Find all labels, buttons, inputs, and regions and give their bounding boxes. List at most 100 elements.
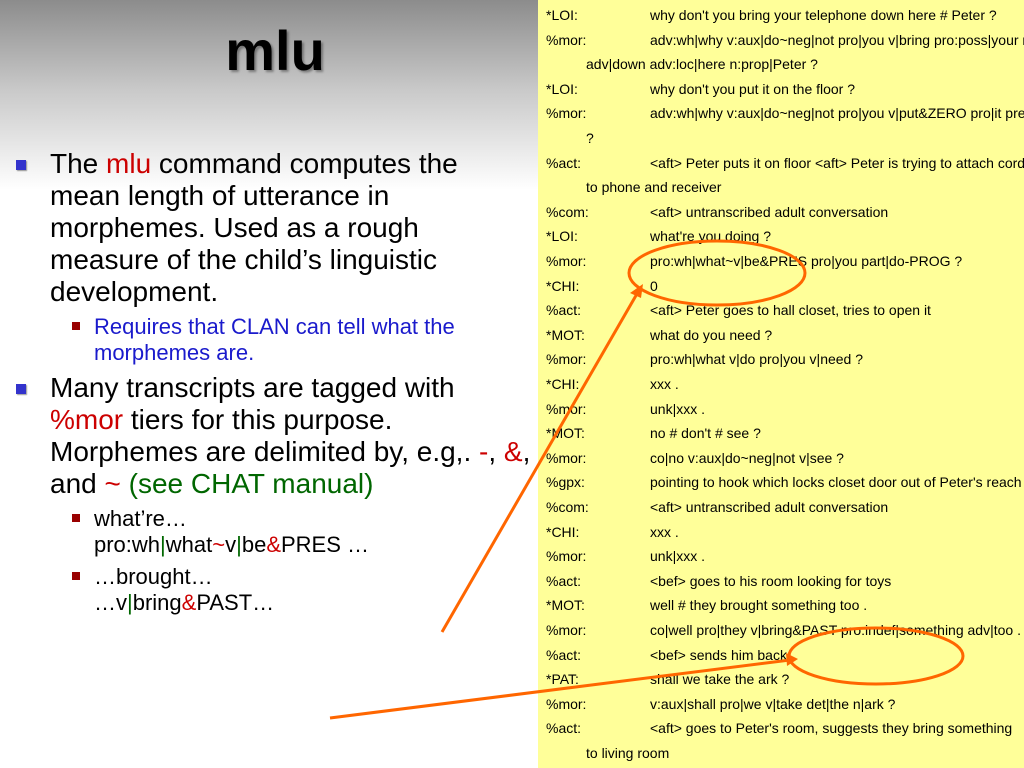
bullet-text-mid: tiers for this purpose. Morphemes are de…: [50, 404, 480, 467]
tier-label: %act:: [546, 720, 582, 737]
tier-label: %mor:: [546, 105, 587, 122]
mor-part: be: [241, 532, 267, 557]
mor-part: pro:wh: [94, 532, 161, 557]
delimiter-ampersand: &: [503, 436, 523, 467]
tier-text: adv|down adv:loc|here n:prop|Peter ?: [586, 56, 818, 73]
mor-part: bring: [132, 590, 182, 615]
tier-text: shall we take the ark ?: [650, 671, 790, 688]
tier-label: *PAT:: [546, 671, 579, 688]
tier-label: *LOI:: [546, 228, 578, 245]
tier-text: pro:wh|what~v|be&PRES pro|you part|do-PR…: [650, 253, 963, 269]
tier-label: %act:: [546, 572, 582, 589]
tier-text: pointing to hook which locks closet door…: [650, 474, 1022, 491]
transcript-panel: *LOI: why don't you bring your telephone …: [538, 0, 1024, 768]
delimiter-hyphen: -: [479, 436, 489, 467]
tier-label: %com:: [546, 203, 589, 220]
tier-label: %mor:: [546, 400, 587, 417]
tier-text: <aft> Peter goes to hall closet, tries t…: [650, 302, 931, 319]
tier-label: *CHI:: [546, 376, 580, 392]
pipe-delimiter: |: [160, 532, 166, 557]
mor-part: PAST…: [196, 590, 275, 615]
tier-text: to living room: [586, 745, 670, 761]
tier-text: <aft> goes to Peter's room, suggests the…: [650, 720, 1013, 737]
example-brought: …brought… …v|bring&PAST…: [72, 564, 532, 616]
tier-text: pro:wh|what v|do pro|you v|need ?: [650, 351, 864, 368]
pipe-delimiter: |: [127, 590, 133, 615]
square-bullet-icon: [16, 384, 26, 394]
square-bullet-icon: [16, 160, 26, 170]
tier-label: %com:: [546, 499, 589, 515]
tier-text: what're you doing ?: [650, 228, 771, 245]
tier-text: <aft> untranscribed adult conversation: [650, 499, 889, 515]
tier-label: %gpx:: [546, 474, 585, 491]
tier-text: ?: [586, 130, 594, 146]
tier-text: what do you need ?: [650, 326, 773, 343]
tier-label: %mor:: [546, 351, 587, 368]
mor-tier-word: %mor: [50, 404, 124, 435]
tier-label: %act:: [546, 154, 582, 171]
mor-part: what: [165, 532, 213, 557]
sub-bullet-text: Requires that CLAN can tell what the mor…: [94, 314, 455, 365]
tier-label: %mor:: [546, 253, 587, 269]
mor-part: …v: [94, 590, 127, 615]
small-square-bullet-icon: [72, 572, 80, 580]
sub-bullet-clan: Requires that CLAN can tell what the mor…: [72, 314, 532, 366]
bullet-text-pre: The: [50, 148, 107, 179]
ampersand-delimiter: &: [266, 532, 281, 557]
bullet-text-post: command computes the mean length of utte…: [50, 148, 458, 307]
tier-label: *LOI:: [546, 7, 578, 23]
tier-label: %act:: [546, 302, 582, 319]
tier-label: *LOI:: [546, 80, 578, 97]
slide-title: mlu: [225, 19, 325, 82]
tier-label: %act:: [546, 646, 582, 663]
tier-label: %mor:: [546, 695, 587, 712]
tier-text: xxx .: [650, 376, 679, 392]
tier-text: why don't you put it on the floor ?: [650, 80, 856, 97]
example-whatre: what’re… pro:wh|what~v|be&PRES …: [72, 506, 532, 558]
delimiter-sep-1: ,: [488, 436, 504, 467]
tier-text: to phone and receiver: [586, 179, 722, 196]
ampersand-delimiter: &: [181, 590, 197, 615]
tier-label: *CHI:: [546, 523, 580, 540]
tier-label: *MOT:: [546, 425, 585, 442]
pipe-delimiter: |: [236, 532, 242, 557]
mlu-command-word: mlu: [106, 148, 152, 179]
bullet-mor-tiers: Many transcripts are tagged with %mor ti…: [12, 372, 532, 500]
tier-text: v:aux|shall pro|we v|take det|the n|ark …: [650, 695, 896, 712]
tier-text: no # don't # see ?: [650, 425, 761, 442]
tier-text: co|no v:aux|do~neg|not v|see ?: [650, 449, 844, 466]
tier-label: %mor:: [546, 31, 587, 48]
example-mor: …v|bring&PAST…: [94, 590, 532, 616]
tier-label: %mor:: [546, 449, 587, 466]
tier-text: 0: [650, 277, 658, 294]
tier-label: *MOT:: [546, 326, 585, 343]
example-word: what’re…: [94, 506, 187, 531]
bullet-list: The mlu command computes the mean length…: [12, 148, 532, 622]
tier-text: <bef> sends him back: [650, 646, 787, 663]
small-square-bullet-icon: [72, 514, 80, 522]
tier-label: %mor:: [546, 622, 587, 638]
tier-text: <aft> Peter puts it on floor <aft> Peter…: [650, 154, 1024, 171]
tier-label: *MOT:: [546, 597, 585, 614]
tier-label: *CHI:: [546, 277, 580, 294]
tier-text: xxx .: [650, 523, 679, 540]
example-mor: pro:wh|what~v|be&PRES …: [94, 532, 532, 558]
tier-text: well # they brought something too .: [650, 597, 868, 614]
tier-text: <bef> goes to his room looking for toys: [650, 572, 892, 589]
bullet-text-pre: Many transcripts are tagged with: [50, 372, 455, 403]
bullet-mlu-command: The mlu command computes the mean length…: [12, 148, 532, 308]
tier-text: unk|xxx .: [650, 400, 705, 417]
tilde-delimiter: ~: [212, 532, 226, 557]
mor-part: v: [225, 532, 237, 557]
delimiter-tilde: ~: [104, 468, 121, 499]
tier-text: co|well pro|they v|bring&PAST pro:indef|…: [650, 622, 1021, 638]
tier-text: adv:wh|why v:aux|do~neg|not pro|you v|br…: [650, 31, 1024, 48]
tier-text: why don't you bring your telephone down …: [650, 7, 997, 23]
chat-manual-reference: (see CHAT manual): [128, 468, 374, 499]
tier-text: unk|xxx .: [650, 548, 705, 565]
example-word: …brought…: [94, 564, 213, 589]
small-square-bullet-icon: [72, 322, 80, 330]
tier-text: <aft> untranscribed adult conversation: [650, 203, 889, 220]
tier-text: adv:wh|why v:aux|do~neg|not pro|you v|pu…: [650, 105, 1024, 122]
mor-part: PRES …: [281, 532, 370, 557]
